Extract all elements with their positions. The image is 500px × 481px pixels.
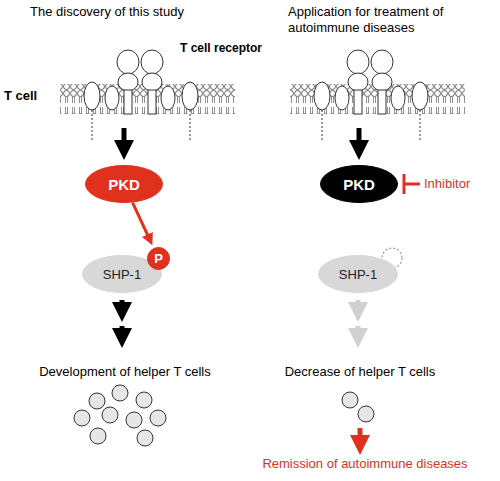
- weak-signal-arrow: [356, 300, 361, 312]
- helper-t-cells: [74, 385, 166, 446]
- helper-t-cells: [342, 392, 374, 422]
- t-cell-receptor: [84, 50, 198, 140]
- node-text: PKD: [343, 177, 375, 192]
- weak-signal-arrow: [356, 326, 361, 338]
- signal-arrow: [120, 300, 125, 312]
- t-cell-receptor: [314, 50, 428, 140]
- receptor-label: T cell receptor: [180, 40, 300, 56]
- signal-arrow: [357, 128, 362, 150]
- column-heading: The discovery of this study: [30, 4, 230, 20]
- outcome-arrow: [358, 428, 363, 445]
- node-text: SHP-1: [339, 268, 377, 281]
- signal-arrow: [122, 128, 127, 150]
- outcome-text: Decrease of helper T cells: [270, 364, 450, 380]
- signal-arrow: [120, 326, 125, 338]
- cell-label: T cell: [4, 88, 64, 104]
- phosphate-circle: P: [147, 247, 170, 270]
- inhibitor-label: Inhibitor: [424, 176, 494, 192]
- phosphorylation-arrow: [133, 203, 150, 240]
- inhibited-kinase-ellipse: PKD: [320, 165, 398, 203]
- node-text: P: [154, 252, 163, 265]
- kinase-ellipse: PKD: [85, 165, 163, 203]
- outcome-text: Remission of autoimmune diseases: [245, 456, 485, 472]
- inhibition-bar: [404, 174, 420, 194]
- outcome-text: Development of helper T cells: [20, 364, 230, 380]
- column-heading: Application for treatment of autoimmune …: [288, 4, 493, 36]
- node-text: SHP-1: [103, 268, 141, 281]
- phosphatase-ellipse: SHP-1: [318, 255, 398, 293]
- node-text: PKD: [108, 177, 140, 192]
